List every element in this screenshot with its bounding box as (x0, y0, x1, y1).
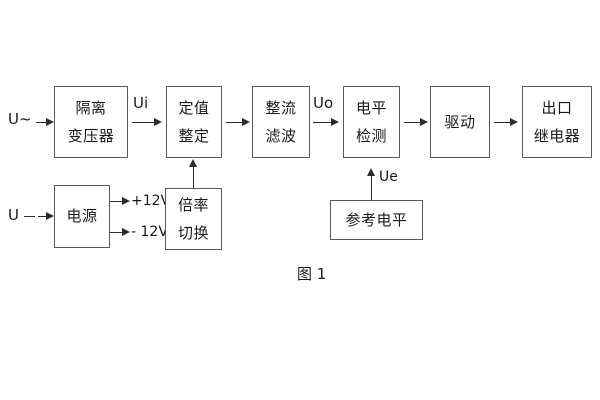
block-drive[interactable]: 驱动 (430, 86, 490, 158)
label-rail-negative: - 12V (131, 224, 168, 240)
arrow-ui-icon (154, 117, 162, 126)
block-isolation-transformer-line1: 隔离 (75, 98, 107, 117)
block-setting-value-line1: 定值 (178, 98, 210, 117)
connector-reference-level-up-line (371, 175, 372, 200)
block-rectify-filter-line1: 整流 (265, 98, 297, 117)
arrow-input-dc-icon (46, 211, 54, 220)
connector-ui-line (132, 122, 156, 123)
label-input-dc: U (8, 206, 19, 224)
arrow-setting-to-rectify-icon (242, 117, 250, 126)
arrow-uo-icon (331, 117, 339, 126)
block-rectify-filter-line2: 滤波 (265, 126, 297, 145)
block-reference-level[interactable]: 参考电平 (330, 200, 423, 240)
connector-input-dc-dash (24, 216, 35, 217)
block-output-relay[interactable]: 出口 继电器 (522, 86, 592, 158)
block-ratio-switch-line2: 切换 (177, 223, 209, 242)
arrow-drive-to-relay-icon (510, 117, 518, 126)
block-level-detection-line2: 检测 (355, 126, 387, 145)
arrow-rail-positive-icon (122, 196, 130, 205)
block-ratio-switch-line1: 倍率 (177, 195, 209, 214)
arrow-input-ac-icon (46, 117, 54, 126)
arrow-reference-level-up-icon (367, 168, 375, 176)
label-input-ac: U~ (8, 110, 32, 128)
block-setting-value-line2: 整定 (178, 126, 210, 145)
block-reference-level-line1: 参考电平 (345, 210, 408, 229)
arrow-rail-negative-icon (122, 227, 130, 236)
block-power-supply[interactable]: 电源 (54, 185, 110, 248)
block-drive-line1: 驱动 (444, 112, 476, 131)
label-rail-positive: +12V (131, 193, 171, 209)
connector-input-ac-line (36, 122, 50, 123)
connector-ratio-switch-up-line (193, 166, 194, 188)
arrow-ratio-switch-up-icon (189, 159, 197, 167)
connector-rail-positive-line (110, 201, 126, 202)
label-signal-ue: Ue (379, 169, 398, 185)
block-level-detection[interactable]: 电平 检测 (343, 86, 400, 158)
figure-caption: 图 1 (297, 265, 327, 283)
block-isolation-transformer[interactable]: 隔离 变压器 (54, 86, 128, 158)
block-output-relay-line1: 出口 (541, 98, 573, 117)
label-signal-uo: Uo (313, 94, 334, 112)
block-rectify-filter[interactable]: 整流 滤波 (252, 86, 310, 158)
label-signal-ui: Ui (133, 94, 149, 112)
arrow-level-to-drive-icon (420, 117, 428, 126)
block-power-supply-line1: 电源 (66, 207, 98, 225)
connector-level-to-drive-line (404, 122, 422, 123)
connector-uo-line (313, 122, 333, 123)
block-isolation-transformer-line2: 变压器 (67, 126, 115, 145)
connector-setting-to-rectify-line (226, 122, 244, 123)
block-level-detection-line1: 电平 (355, 98, 387, 117)
block-setting-value[interactable]: 定值 整定 (166, 86, 222, 158)
block-ratio-switch[interactable]: 倍率 切换 (165, 188, 222, 250)
connector-input-dc-line (38, 216, 48, 217)
connector-rail-negative-line (110, 232, 126, 233)
block-output-relay-line2: 继电器 (533, 126, 581, 145)
connector-drive-to-relay-line (494, 122, 512, 123)
